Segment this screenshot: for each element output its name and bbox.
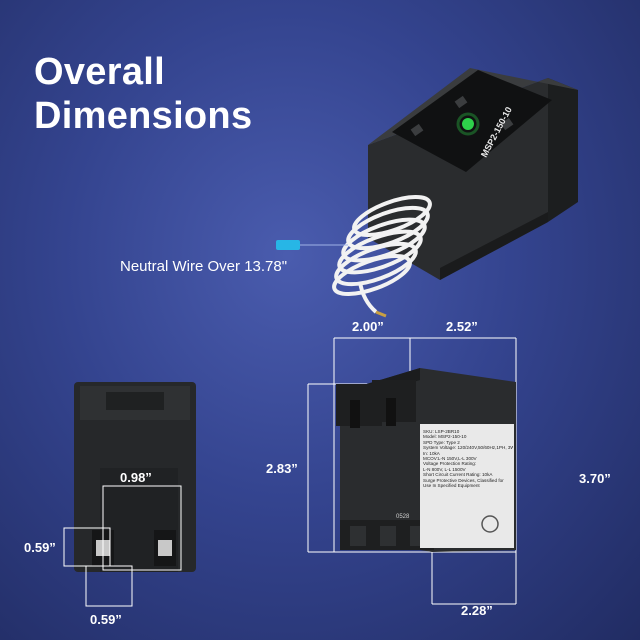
dim-terminal-height: 0.59” — [24, 540, 56, 555]
neutral-wire-label: Neutral Wire Over 13.78" — [120, 258, 288, 275]
ul-mark — [481, 515, 499, 533]
spec-line: Surge Protective Devices, Classified for — [423, 477, 504, 483]
device-top-view: MSP2-150-10 — [368, 68, 578, 280]
spec-label-text: SKU: LSP-2BR10 Model: MSP2-150-10 SPD Ty… — [423, 429, 513, 488]
spec-line: Voltage Protection Rating: — [423, 461, 477, 467]
spec-line: Short Circuit Current Rating: 10kA — [423, 472, 493, 478]
terminal-dimension-lines — [63, 485, 182, 607]
spec-code: 0528 — [396, 514, 410, 520]
spec-line: Model: MSP2-150-10 — [423, 434, 467, 440]
dim-terminal-spacing: 0.98” — [120, 470, 152, 485]
spec-line: MCOV:L-N 150V,L-L 300V — [423, 456, 477, 462]
dim-body-height: 2.83” — [266, 461, 298, 476]
page-title: Overall Dimensions — [34, 50, 252, 138]
device-side-view — [307, 337, 517, 605]
title-line-1: Overall — [34, 51, 165, 93]
neutral-wire-coil — [332, 195, 432, 318]
neutral-marker — [276, 240, 300, 250]
spec-line: SPD Type: Type 2 — [423, 439, 460, 445]
spec-line: System Voltage: 120/240V,50/60Hz,1PH, 3W — [423, 445, 513, 451]
spec-line: In: 10kA — [423, 450, 440, 456]
title-line-2: Dimensions — [34, 95, 253, 137]
dim-width: 2.52” — [446, 319, 478, 334]
spec-line: L-N 800V, L-L 1500V — [423, 466, 466, 472]
dim-base-width: 2.28” — [461, 603, 493, 618]
device-terminal-view — [74, 382, 196, 572]
dim-terminal-width: 0.59” — [90, 612, 122, 627]
spec-line: SKU: LSP-2BR10 — [423, 429, 460, 434]
status-led — [462, 118, 474, 130]
dim-total-height: 3.70” — [579, 471, 611, 486]
spec-label-area — [420, 424, 514, 548]
spec-line: Use In Specified Equipment — [423, 483, 480, 489]
dim-depth: 2.00” — [352, 319, 384, 334]
